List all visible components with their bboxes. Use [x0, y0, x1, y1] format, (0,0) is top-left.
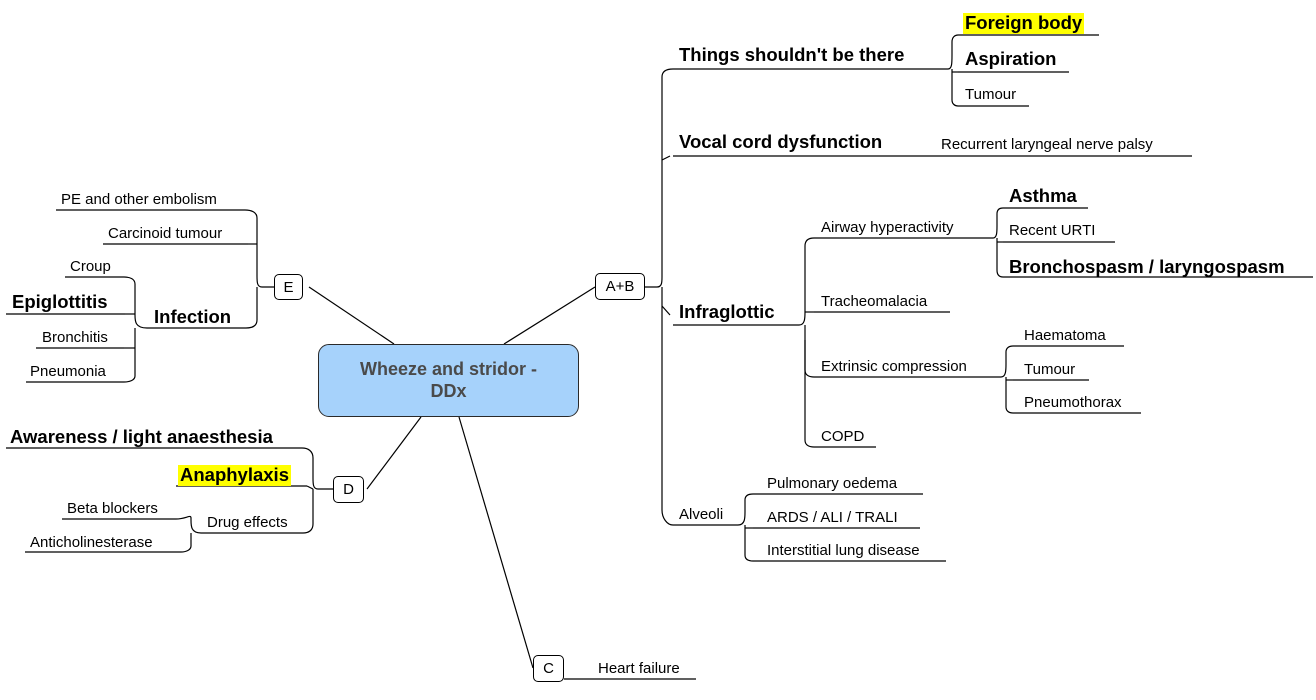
central-topic-line-2: DDx — [430, 380, 467, 401]
node-copd[interactable]: COPD — [821, 428, 865, 445]
node-recurrent-laryngeal-nerve-palsy[interactable]: Recurrent laryngeal nerve palsy — [941, 136, 1153, 153]
node-ards-ali-trali[interactable]: ARDS / ALI / TRALI — [767, 509, 898, 526]
node-epiglottitis[interactable]: Epiglottitis — [12, 291, 108, 312]
node-tumour-extrinsic[interactable]: Tumour — [1024, 361, 1076, 378]
node-pneumothorax[interactable]: Pneumothorax — [1024, 394, 1122, 411]
node-tracheomalacia[interactable]: Tracheomalacia — [821, 293, 928, 310]
central-topic-line-1: Wheeze and stridor - — [359, 359, 538, 380]
node-infection[interactable]: Infection — [154, 306, 232, 327]
branch-e[interactable]: E — [274, 274, 303, 300]
node-anticholinesterase[interactable]: Anticholinesterase — [30, 534, 153, 551]
branch-c[interactable]: C — [533, 655, 564, 682]
node-infraglottic[interactable]: Infraglottic — [679, 301, 775, 322]
branch-d[interactable]: D — [333, 476, 364, 503]
node-airway-hyperactivity[interactable]: Airway hyperactivity — [821, 219, 954, 236]
node-bronchospasm-laryngospasm[interactable]: Bronchospasm / laryngospasm — [1009, 256, 1285, 277]
node-carcinoid-tumour[interactable]: Carcinoid tumour — [108, 225, 223, 242]
node-heart-failure[interactable]: Heart failure — [598, 660, 680, 677]
node-pulmonary-oedema[interactable]: Pulmonary oedema — [767, 475, 898, 492]
node-anaphylaxis[interactable]: Anaphylaxis — [178, 464, 291, 486]
node-foreign-body[interactable]: Foreign body — [963, 12, 1085, 34]
node-vocal-cord-dysfunction[interactable]: Vocal cord dysfunction — [679, 131, 883, 152]
node-bronchitis[interactable]: Bronchitis — [42, 329, 108, 346]
node-extrinsic-compression[interactable]: Extrinsic compression — [821, 358, 967, 375]
node-alveoli[interactable]: Alveoli — [679, 506, 724, 523]
node-things-shouldnt-be-there[interactable]: Things shouldn't be there — [679, 44, 905, 65]
node-beta-blockers[interactable]: Beta blockers — [67, 500, 158, 517]
node-recent-urti[interactable]: Recent URTI — [1009, 222, 1096, 239]
node-pneumonia[interactable]: Pneumonia — [30, 363, 106, 380]
node-pe-and-other-embolism[interactable]: PE and other embolism — [61, 191, 217, 208]
node-interstitial-lung-disease[interactable]: Interstitial lung disease — [767, 542, 920, 559]
node-aspiration[interactable]: Aspiration — [965, 48, 1057, 69]
node-croup[interactable]: Croup — [70, 258, 111, 275]
node-tumour-upper[interactable]: Tumour — [965, 86, 1017, 103]
node-awareness-light-anaesthesia[interactable]: Awareness / light anaesthesia — [10, 426, 273, 447]
node-haematoma[interactable]: Haematoma — [1024, 327, 1106, 344]
node-drug-effects[interactable]: Drug effects — [207, 514, 288, 531]
branch-ab[interactable]: A+B — [595, 273, 645, 300]
central-topic[interactable]: Wheeze and stridor - DDx — [318, 344, 579, 417]
node-asthma[interactable]: Asthma — [1009, 185, 1077, 206]
